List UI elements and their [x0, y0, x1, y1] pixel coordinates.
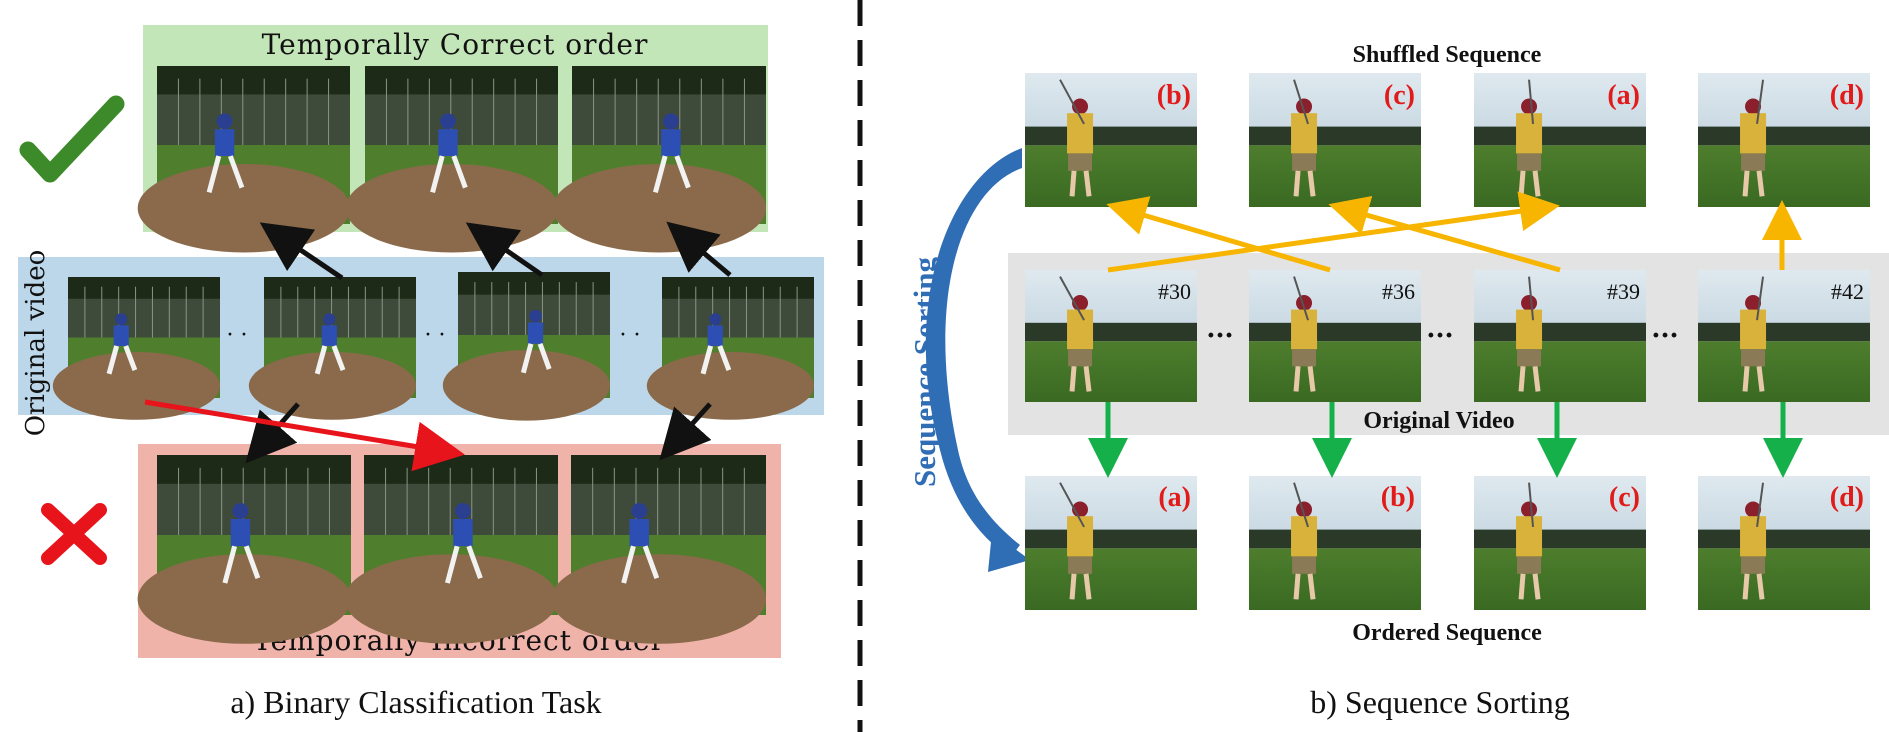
baseball-frame-image: [137, 455, 351, 644]
arrow-orange: [1107, 191, 1560, 273]
baseball-frame-image: [248, 277, 416, 420]
baseball-frame-image: [551, 455, 766, 644]
golf-frame-image: [1025, 270, 1197, 402]
frame-number-label: #30: [1158, 279, 1191, 304]
right-panel: Shuffled Sequence Original Video Ordered…: [907, 42, 1889, 720]
original-video-title: Original Video: [1363, 408, 1514, 434]
golf-frame-image: [1698, 270, 1870, 402]
ordered-sequence-title: Ordered Sequence: [1352, 620, 1542, 646]
baseball-frame-image: [646, 277, 815, 420]
frame-number-label: #36: [1382, 279, 1415, 304]
shuffled-frame-label: (b): [1157, 80, 1191, 111]
arrow-black: [666, 221, 732, 277]
green-arrows: [1088, 402, 1803, 478]
ordered-frame-label: (d): [1830, 482, 1864, 513]
golf-frame-image: [1474, 270, 1646, 402]
arrow-red: [144, 399, 465, 472]
sorting-curve-arrowhead: [988, 532, 1030, 572]
ellipsis-gray-2: ···: [1426, 321, 1453, 351]
ellipsis-2: · ·: [425, 323, 446, 348]
arrow-black: [259, 222, 344, 281]
golf-frame-image: [1698, 73, 1870, 207]
arrow-black: [659, 402, 712, 461]
baseball-frame-image: [137, 66, 350, 253]
ellipsis-gray-1: ···: [1206, 321, 1233, 351]
ellipsis-1: · ·: [227, 323, 248, 348]
arrow-black: [465, 222, 544, 278]
arrow-black: [245, 402, 300, 464]
ellipsis-3: · ·: [620, 323, 641, 348]
left-arrows: [144, 221, 732, 472]
baseball-frame-image: [442, 272, 610, 421]
ordered-frame-label: (b): [1381, 482, 1415, 513]
golf-frames: [1025, 73, 1870, 610]
shuffled-frame-label: (d): [1830, 80, 1864, 111]
frame-number-label: #39: [1607, 279, 1640, 304]
golf-frame-image: [1025, 476, 1197, 610]
original-video-side-label: Original video: [21, 250, 51, 437]
ellipsis-gray-3: ···: [1651, 321, 1678, 351]
baseball-frame-image: [344, 455, 558, 644]
golf-frame-image: [1249, 270, 1421, 402]
frame-number-label: #42: [1831, 279, 1864, 304]
shuffled-sequence-title: Shuffled Sequence: [1353, 42, 1542, 68]
check-icon: [19, 95, 125, 183]
orange-arrows: [1106, 191, 1802, 273]
golf-frame-image: [1698, 476, 1870, 610]
left-caption: a) Binary Classification Task: [230, 684, 601, 720]
sorting-curve-arrow: [925, 148, 1022, 558]
baseball-frame-image: [345, 66, 558, 253]
shuffled-frame-label: (a): [1607, 80, 1640, 111]
golf-frame-image: [1249, 476, 1421, 610]
left-panel: Temporally Correct order Temporally Inco…: [18, 25, 824, 720]
cross-icon: [41, 503, 107, 565]
golf-frame-image: [1249, 73, 1421, 207]
correct-order-title: Temporally Correct order: [262, 28, 649, 61]
baseball-frame-image: [552, 66, 766, 253]
golf-frame-image: [1474, 476, 1646, 610]
baseball-frames: [52, 66, 815, 644]
ordered-frame-label: (c): [1609, 482, 1640, 513]
ordered-frame-label: (a): [1158, 482, 1191, 513]
arrow-orange: [1328, 195, 1561, 273]
arrow-orange: [1106, 196, 1331, 273]
golf-labels: (b) (c) (a) (d) #30 #36 #39 #42 (a) (b) (c) (d): [1157, 80, 1864, 513]
golf-frame-image: [1474, 73, 1646, 207]
golf-frame-image: [1025, 73, 1197, 207]
baseball-frame-image: [52, 277, 221, 420]
shuffled-frame-label: (c): [1384, 80, 1415, 111]
right-caption: b) Sequence Sorting: [1310, 684, 1570, 720]
